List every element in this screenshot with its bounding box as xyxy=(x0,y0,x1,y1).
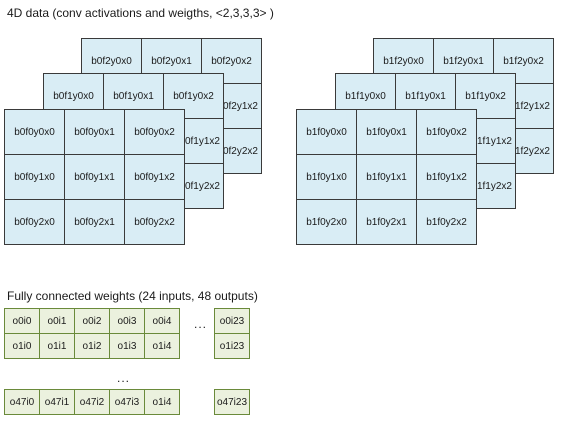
fc-cell: o0i0 xyxy=(5,309,40,334)
cell-text: b0f2y1x2 xyxy=(217,100,258,112)
cell: b1f0y1x1 xyxy=(357,155,417,200)
fc-row-47-last: o47i23 xyxy=(214,389,250,415)
cell: b1f0y2x0 xyxy=(297,200,357,245)
fc-cell: o0i23 xyxy=(215,309,250,334)
fc-title: Fully connected weights (24 inputs, 48 o… xyxy=(7,289,258,303)
fc-row-0: o0i0 o0i1 o0i2 o0i3 o0i4 xyxy=(4,308,180,334)
diagram-title: 4D data (conv activations and weigths, <… xyxy=(7,6,274,20)
cell: b1f0y0x1 xyxy=(357,110,417,155)
grid-b1-f0: b1f0y0x0 b1f0y0x1 b1f0y0x2 b1f0y1x0 b1f0… xyxy=(296,109,477,245)
cell: b0f0y0x1 xyxy=(65,110,125,155)
cell: b1f0y2x1 xyxy=(357,200,417,245)
fc-row-1: o1i0 o1i1 o1i2 o1i3 o1i4 xyxy=(4,334,180,359)
fc-cell: o1i1 xyxy=(40,334,75,359)
fc-cell: o47i23 xyxy=(215,390,250,415)
cell: b1f0y1x2 xyxy=(417,155,477,200)
fc-cell: o1i3 xyxy=(110,334,145,359)
fc-cell: o1i2 xyxy=(75,334,110,359)
fc-cell: o0i3 xyxy=(110,309,145,334)
cell: b1f0y0x2 xyxy=(417,110,477,155)
fc-cell: o1i23 xyxy=(215,334,250,359)
cell: b1f0y2x2 xyxy=(417,200,477,245)
fc-cell: o1i0 xyxy=(5,334,40,359)
cell: b0f0y2x2 xyxy=(125,200,185,245)
fc-cell: o47i2 xyxy=(75,390,110,415)
fc-cell: o1i4 xyxy=(145,334,180,359)
fc-cell: o0i2 xyxy=(75,309,110,334)
fc-row-1-last: o1i23 xyxy=(214,334,250,359)
fc-row-0-last: o0i23 xyxy=(214,308,250,334)
cell: b0f0y0x0 xyxy=(5,110,65,155)
fc-cell: o0i4 xyxy=(145,309,180,334)
cell-text: b1f2y2x2 xyxy=(509,145,550,157)
fc-cell: o0i1 xyxy=(40,309,75,334)
cell: b0f0y2x1 xyxy=(65,200,125,245)
cell: b0f0y1x0 xyxy=(5,155,65,200)
cell-text: b1f2y1x2 xyxy=(509,100,550,112)
cell: b0f0y0x2 xyxy=(125,110,185,155)
fc-row-47: o47i0 o47i1 o47i2 o47i3 o1i4 xyxy=(4,389,180,415)
fc-cell: o1i4 xyxy=(145,390,180,415)
cell: b0f0y1x2 xyxy=(125,155,185,200)
fc-cell: o47i0 xyxy=(5,390,40,415)
fc-column-ellipsis: ... xyxy=(194,317,208,331)
grid-b0-f0: b0f0y0x0 b0f0y0x1 b0f0y0x2 b0f0y1x0 b0f0… xyxy=(4,109,185,245)
fc-row-ellipsis: ... xyxy=(117,371,131,385)
cell: b0f0y1x1 xyxy=(65,155,125,200)
cell-text: b0f2y2x2 xyxy=(217,145,258,157)
cell: b1f0y1x0 xyxy=(297,155,357,200)
cell: b1f0y0x0 xyxy=(297,110,357,155)
cell: b0f0y2x0 xyxy=(5,200,65,245)
fc-cell: o47i1 xyxy=(40,390,75,415)
fc-cell: o47i3 xyxy=(110,390,145,415)
